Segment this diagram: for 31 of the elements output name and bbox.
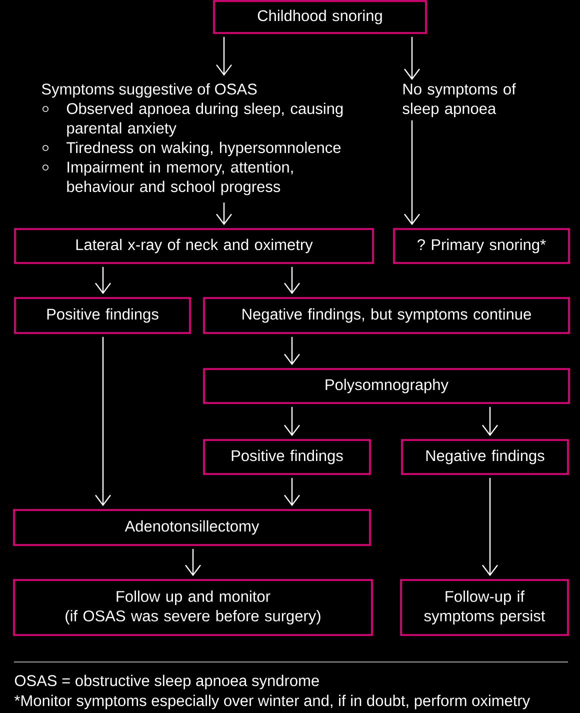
arrow <box>284 336 300 366</box>
process-box: Positive findings <box>14 297 191 334</box>
arrow <box>284 266 300 294</box>
branch-text: No symptoms of sleep apnoea <box>402 83 516 118</box>
process-box: Childhood snoring <box>213 0 427 34</box>
arrow <box>482 478 498 576</box>
arrow <box>216 36 232 76</box>
arrow <box>95 266 111 294</box>
process-box: Adenotonsillectomy <box>13 509 371 546</box>
process-box: Follow-up if symptoms persist <box>400 579 569 636</box>
process-box: Positive findings <box>203 439 371 475</box>
process-box: ? Primary snoring* <box>393 228 570 264</box>
process-box: Negative findings <box>401 439 569 475</box>
process-box: Polysomnography <box>203 368 570 404</box>
arrow <box>95 336 111 506</box>
footnote-text: *Monitor symptoms especially over winter and, if in doubt, perform oximetry <box>14 694 530 710</box>
arrow <box>404 120 420 226</box>
process-box: Lateral x-ray of neck and oximetry <box>14 228 374 264</box>
list-item: Impairment in memory, attention, behaviour and school progress <box>67 161 293 196</box>
arrow <box>284 406 300 436</box>
list-item: Tiredness on waking, hypersomnolence <box>66 142 341 156</box>
process-box: Follow up and monitor (if OSAS was severe before surgery) <box>13 579 373 636</box>
process-box: Negative findings, but symptoms continue <box>203 297 570 334</box>
arrow <box>284 478 300 506</box>
footnote-text: OSAS = obstructive sleep apnoea syndrome <box>14 674 319 690</box>
list-item: Observed apnoea during sleep, causing parental anxiety <box>66 102 343 137</box>
arrow <box>185 548 201 576</box>
arrow <box>404 36 420 80</box>
arrow <box>482 406 498 436</box>
arrow <box>216 202 232 226</box>
list-heading: Symptoms suggestive of OSAS <box>42 83 257 98</box>
